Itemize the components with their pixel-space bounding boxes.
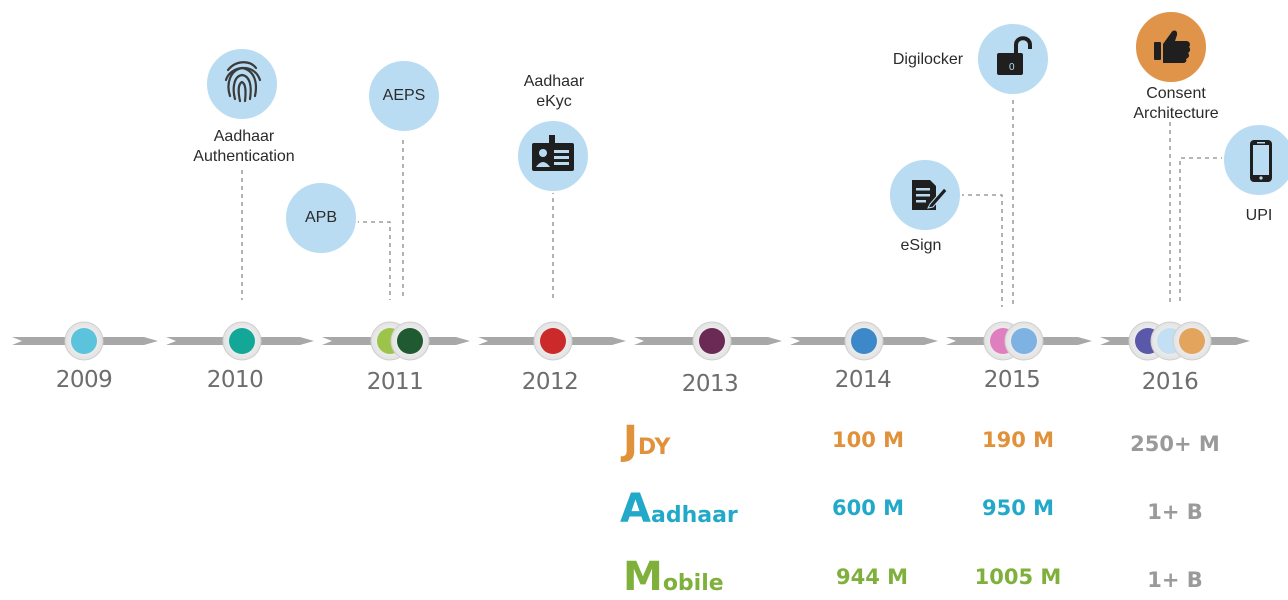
stat-value: 1005 M xyxy=(974,565,1062,589)
document-sign-icon xyxy=(912,180,948,210)
timeline-node-2010 xyxy=(229,328,255,354)
connector-esign xyxy=(960,194,1003,307)
milestone-bubbles xyxy=(205,10,1288,255)
year-label: 2016 xyxy=(1141,369,1199,395)
timeline-nodes xyxy=(64,321,1212,361)
stat-value: 100 M xyxy=(831,428,905,452)
stat-value: 1+ B xyxy=(1147,500,1203,524)
stat-value: 1+ B xyxy=(1147,568,1203,592)
apb-bubble xyxy=(284,181,358,255)
esign-label: eSign xyxy=(900,237,942,254)
ekyc-label-line1: Aadhaar xyxy=(523,73,585,90)
year-label: 2011 xyxy=(366,369,424,395)
thumbs-up-icon xyxy=(1154,30,1191,63)
apb-label: APB xyxy=(304,209,337,226)
year-label: 2013 xyxy=(681,371,739,397)
row-label-initial: M xyxy=(623,554,663,600)
row-label-initial: J xyxy=(623,418,638,464)
timeline-node-2011 xyxy=(397,328,423,354)
year-label: 2014 xyxy=(834,367,892,393)
connector-apb xyxy=(355,221,391,300)
row-label-initial: A xyxy=(620,486,651,532)
svg-text:0: 0 xyxy=(1009,62,1015,73)
row-label-rest: obile xyxy=(662,571,724,596)
padlock-icon: 0 xyxy=(997,36,1032,75)
fingerprint-icon xyxy=(224,61,262,103)
timeline-node-2014 xyxy=(851,328,877,354)
aadhaar-auth-label: Aadhaar Authentication xyxy=(184,127,304,167)
timeline-node-2012 xyxy=(540,328,566,354)
stat-value: 190 M xyxy=(981,428,1055,452)
mobile-row-label: Mobile xyxy=(623,554,724,600)
stat-value: 944 M xyxy=(835,565,909,589)
timeline-node-2015 xyxy=(1011,328,1037,354)
stat-value: 250+ M xyxy=(1130,432,1220,456)
digilocker-label: Digilocker xyxy=(892,51,964,68)
ekyc-label: Aadhaar eKyc xyxy=(504,72,604,112)
row-label-rest: adhaar xyxy=(650,503,738,528)
row-label-rest: DY xyxy=(637,435,671,460)
jdy-row-label: JDY xyxy=(623,418,670,464)
aadhaar-row-label: Aadhaar xyxy=(620,486,738,532)
year-label: 2012 xyxy=(521,369,579,395)
connector-lines xyxy=(241,92,1225,307)
consent-label-line1: Consent xyxy=(1146,85,1206,102)
consent-label-line2: Architecture xyxy=(1133,105,1219,122)
timeline-node-2016 xyxy=(1179,328,1205,354)
aadhaar-auth-label-line1: Aadhaar xyxy=(213,128,275,145)
aadhaar-auth-label-line2: Authentication xyxy=(193,148,295,165)
consent-label: Consent Architecture xyxy=(1116,84,1236,124)
stat-value: 950 M xyxy=(981,496,1055,520)
connector-upi xyxy=(1179,157,1225,305)
stat-value: 600 M xyxy=(831,496,905,520)
timeline-node-2013 xyxy=(699,328,725,354)
ekyc-label-line2: eKyc xyxy=(536,93,572,110)
timeline-node-2009 xyxy=(71,328,97,354)
year-label: 2009 xyxy=(55,367,113,393)
id-card-icon xyxy=(532,135,574,171)
year-label: 2010 xyxy=(206,367,264,393)
arrow-track xyxy=(12,337,1250,345)
aeps-label: AEPS xyxy=(382,87,426,104)
upi-label: UPI xyxy=(1245,207,1273,224)
aadhaar-auth-bubble xyxy=(205,47,279,121)
aeps-bubble xyxy=(367,59,441,133)
year-label: 2015 xyxy=(983,367,1041,393)
mobile-phone-icon xyxy=(1250,140,1272,182)
